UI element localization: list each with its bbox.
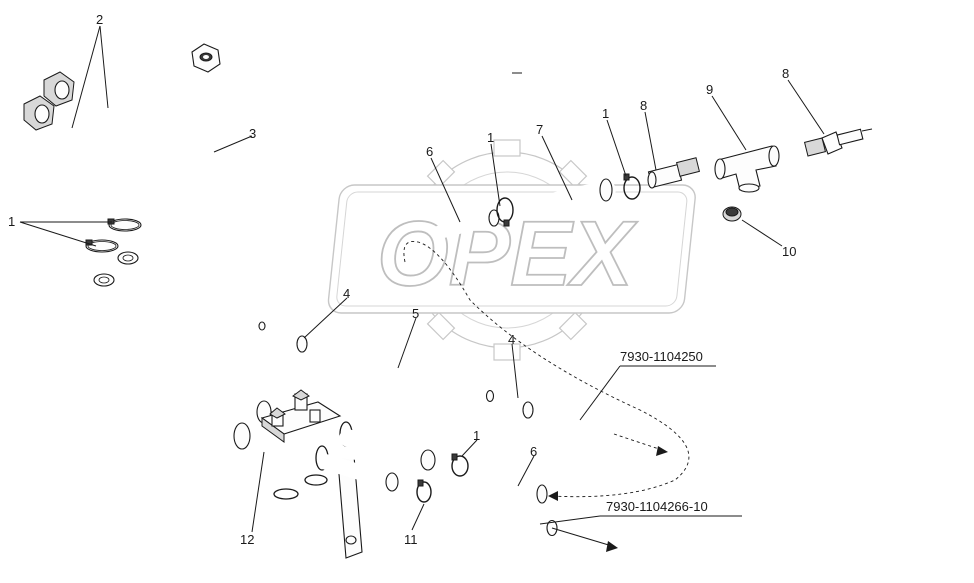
part-number-lower: 7930-1104266-10 — [606, 499, 708, 514]
callout-labels: 2 3 1 6 1 7 1 8 9 8 10 4 5 4 1 6 11 12 — [8, 12, 796, 547]
part-2-bent-pipes — [23, 71, 131, 224]
loose-parts — [283, 128, 873, 537]
callout-5: 5 — [412, 306, 419, 321]
routing-dashed-path — [403, 240, 690, 498]
part-5-pipe — [325, 343, 495, 403]
part-number-upper: 7930-1104250 — [620, 349, 703, 364]
callout-6-top: 6 — [426, 144, 433, 159]
leader-lines — [19, 25, 825, 533]
hose-direction-arrow — [551, 527, 613, 547]
part-number-labels: 7930-1104250 7930-1104266-10 — [606, 349, 708, 514]
part-6-hose-bottom — [482, 472, 550, 504]
callout-11: 11 — [404, 532, 418, 547]
part-11-clamp — [416, 479, 432, 503]
callout-1-top-b: 1 — [602, 106, 609, 121]
callout-1-left: 1 — [8, 214, 15, 229]
part-4-sleeve-b — [509, 397, 535, 419]
callout-8-b: 8 — [782, 66, 789, 81]
part-8-fitting-b — [803, 128, 873, 157]
hose-7930-1104266-10 — [449, 493, 559, 537]
callout-1-bottom: 1 — [473, 428, 480, 443]
callout-3: 3 — [249, 126, 256, 141]
watermark-logo-text: OPEX — [377, 203, 637, 305]
callout-7: 7 — [536, 122, 543, 137]
callout-1-top-a: 1 — [487, 130, 494, 145]
part-10-plug — [722, 206, 742, 222]
callout-8-a: 8 — [640, 98, 647, 113]
part-1-clamp-top-a — [496, 197, 514, 227]
part-1-clamp-bottom — [451, 453, 469, 477]
rod-7930-1104250 — [542, 409, 617, 437]
part-9-tee-fitting — [714, 145, 780, 193]
callout-2: 2 — [96, 12, 103, 27]
part-12-valve-manifold — [230, 389, 437, 569]
callout-9: 9 — [706, 82, 713, 97]
part-3-rigid-line — [173, 43, 266, 331]
left-hose-clamps — [85, 218, 142, 253]
callout-12: 12 — [240, 532, 254, 547]
opex-watermark: OPEX — [327, 139, 696, 361]
part-8-fitting-a — [647, 157, 701, 189]
part-7-hose — [520, 178, 616, 218]
callout-10: 10 — [782, 244, 796, 259]
callout-4-b: 4 — [508, 332, 515, 347]
callout-4-a: 4 — [343, 286, 350, 301]
rod-arrowhead — [656, 446, 668, 456]
part-4-sleeve-a — [283, 331, 309, 353]
hose-arrowhead — [606, 541, 618, 552]
long-coolant-hoses — [93, 248, 285, 448]
part-1-clamp-top-b — [623, 173, 641, 200]
routing-arrowhead — [548, 491, 558, 501]
callout-6-bottom: 6 — [530, 444, 537, 459]
rod-direction-arrow — [613, 433, 663, 451]
